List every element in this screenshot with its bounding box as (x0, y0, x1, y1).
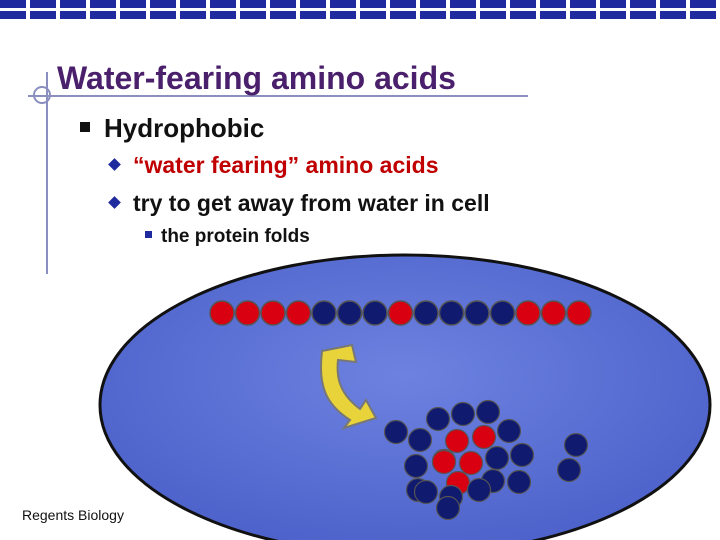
hydrophobic-amino-acid (285, 300, 312, 326)
hydrophilic-amino-acid (311, 300, 337, 326)
curved-arrow-icon (319, 343, 378, 430)
hydrophilic-amino-acid (435, 495, 461, 521)
hydrophilic-amino-acid (425, 406, 451, 432)
hydrophilic-amino-acid (484, 445, 510, 471)
footer-label: Regents Biology (22, 507, 124, 523)
folded-protein (383, 399, 589, 521)
hydrophobic-amino-acid (471, 424, 497, 450)
hydrophobic-amino-acid (234, 300, 261, 326)
slide-title: Water-fearing amino acids (57, 60, 456, 96)
hydrophilic-amino-acid (464, 300, 490, 326)
sub-sub-bullet-text: the protein folds (161, 226, 310, 247)
hydrophilic-amino-acid (413, 300, 439, 326)
hydrophilic-amino-acid (466, 477, 492, 503)
hydrophilic-amino-acid (475, 399, 501, 425)
cell-ellipse (98, 253, 712, 540)
hydrophobic-amino-acid (260, 300, 286, 326)
bullet-hydrophobic: Hydrophobic (80, 113, 264, 144)
hydrophilic-amino-acid (336, 300, 363, 326)
hydrophilic-amino-acid (383, 419, 409, 445)
vertical-guide-line (46, 72, 48, 274)
top-banner-pattern (0, 0, 720, 22)
sub-sub-bullet: the protein folds (145, 226, 310, 248)
hydrophilic-amino-acid (563, 432, 589, 458)
hydrophilic-amino-acid (438, 300, 465, 326)
hydrophilic-amino-acid (509, 442, 535, 468)
sub-bullet-text: try to get away from water in cell (133, 190, 490, 216)
hydrophobic-amino-acid (515, 300, 541, 326)
hydrophilic-amino-acid (407, 427, 433, 453)
sub-bullet-text: “water fearing” amino acids (133, 152, 439, 178)
hydrophilic-amino-acid (362, 300, 388, 326)
sub-bullet-2: try to get away from water in cell (108, 190, 490, 217)
hydrophobic-amino-acid (209, 300, 235, 326)
hydrophilic-amino-acid (413, 479, 439, 505)
hydrophobic-amino-acid (431, 449, 457, 475)
small-square-bullet-icon (145, 231, 152, 239)
hydrophilic-amino-acid (403, 453, 429, 479)
amino-acid-chain (209, 300, 592, 326)
hydrophilic-amino-acid (556, 457, 582, 483)
bullet-text: Hydrophobic (104, 113, 265, 143)
hydrophobic-amino-acid (566, 300, 592, 326)
hydrophilic-amino-acid (450, 401, 476, 427)
hydrophilic-amino-acid (496, 418, 522, 444)
hydrophobic-amino-acid (387, 300, 414, 326)
crosshair-icon (33, 86, 51, 104)
sub-bullet-1: “water fearing” amino acids (108, 152, 439, 179)
square-bullet-icon (80, 122, 90, 133)
hydrophobic-amino-acid (458, 450, 484, 476)
hydrophobic-amino-acid (540, 300, 567, 326)
hydrophilic-amino-acid (506, 469, 532, 495)
hydrophobic-amino-acid (444, 428, 470, 454)
title-guide-line (28, 95, 528, 97)
hydrophilic-amino-acid (489, 300, 516, 326)
